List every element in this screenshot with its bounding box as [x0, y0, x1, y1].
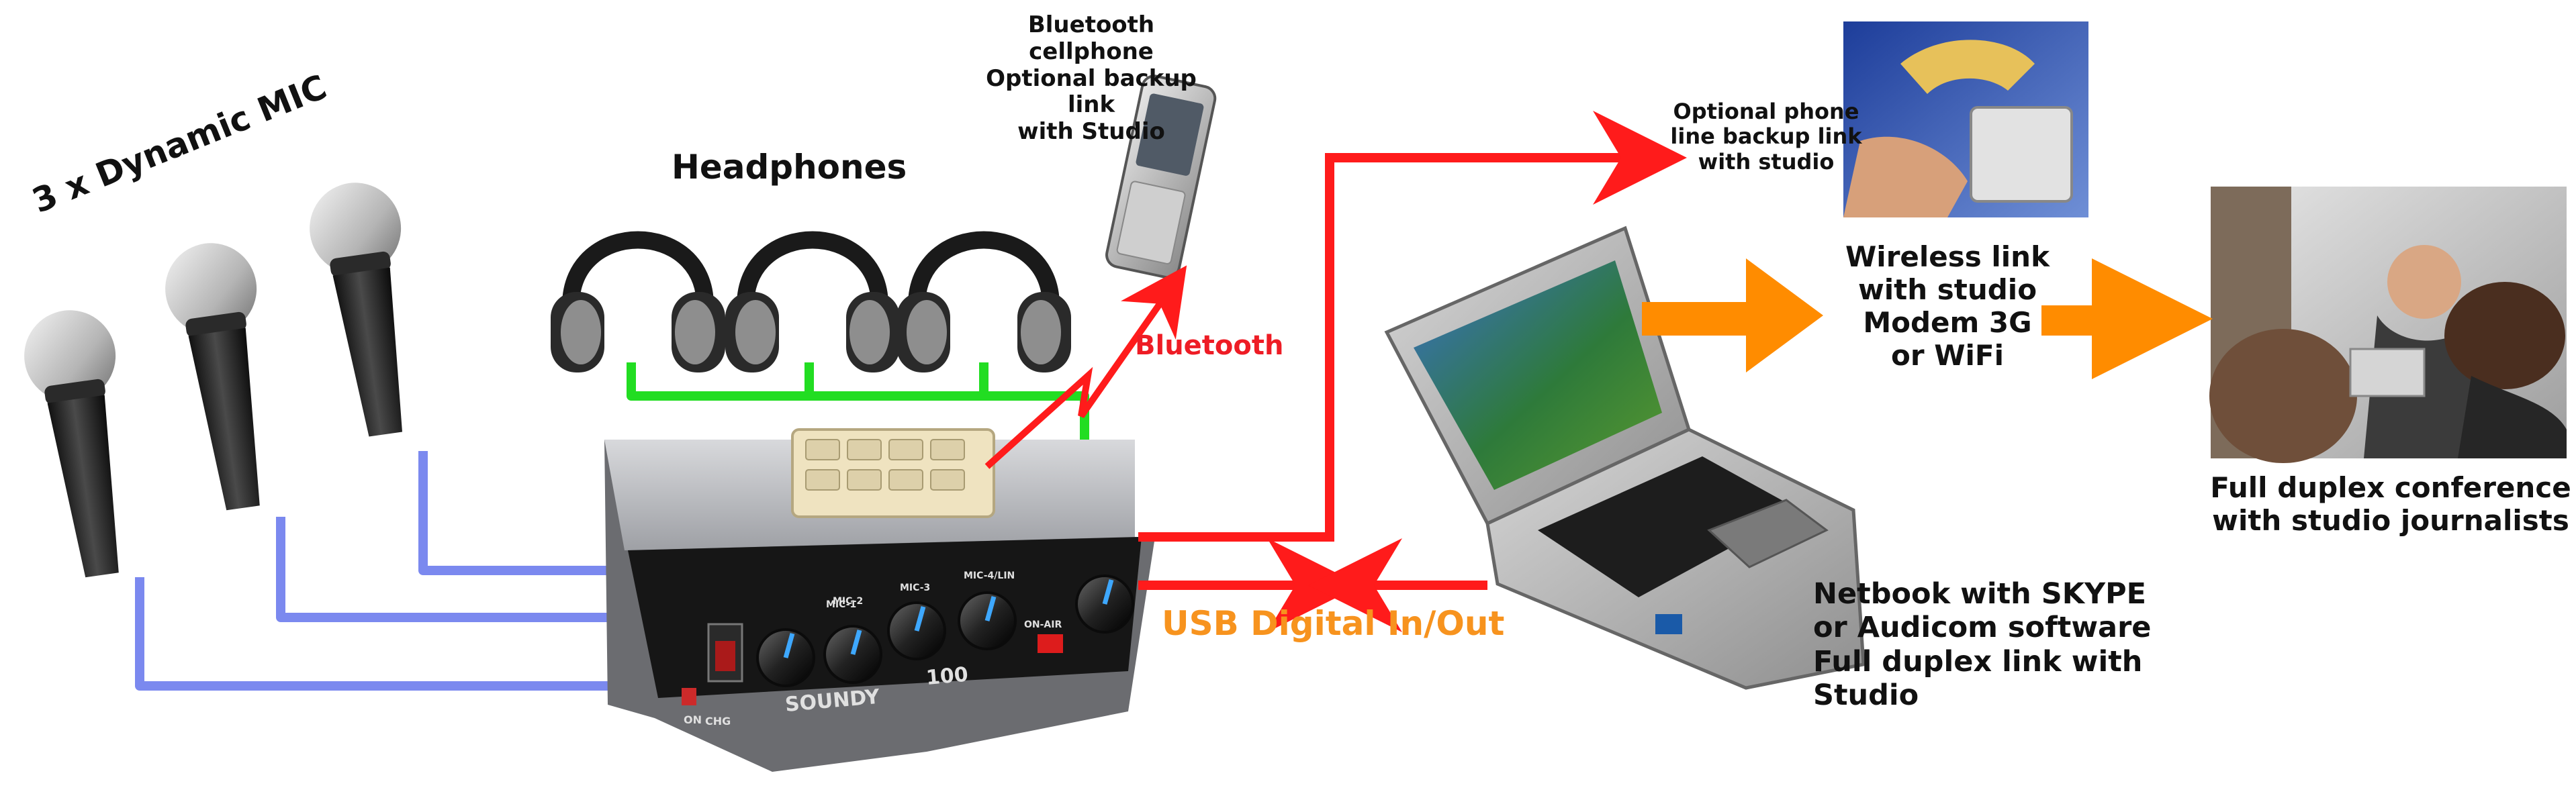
headphones-icon	[725, 231, 900, 372]
wireless-to-studio-arrow	[2041, 258, 2213, 379]
wireless-link-label: Wireless link with studio Modem 3G or Wi…	[1845, 240, 2050, 372]
on-air-button	[1038, 634, 1063, 653]
phone-line-label: Optional phone line backup link with stu…	[1670, 99, 1862, 174]
mixer-switch-label: CHG	[705, 715, 731, 728]
mixer-model: 100	[925, 663, 969, 690]
mixer-channel-label: MIC-4/LIN	[964, 570, 1015, 581]
mixer-channel-label: MIC-2	[833, 596, 863, 607]
cellphone-icon	[1105, 74, 1217, 279]
mixer-channel-label: MIC-1	[826, 599, 856, 610]
microphone-icon	[165, 243, 260, 511]
telephone-photo	[1843, 21, 2088, 217]
microphone-icon	[24, 310, 119, 578]
headphones-icon	[896, 231, 1071, 372]
bluetooth-link	[984, 265, 1187, 469]
mixer-switch-label: ON	[684, 713, 702, 726]
bluetooth-label: Bluetooth	[1135, 330, 1284, 361]
usb-label: USB Digital In/Out	[1162, 604, 1505, 643]
conference-label: Full duplex conference with studio journ…	[2210, 471, 2571, 538]
mixer-channel-label: ON-AIR	[1024, 619, 1062, 630]
netbook-to-wireless-arrow	[1642, 258, 1823, 372]
netbook-label: Netbook with SKYPE or Audicom software F…	[1813, 577, 2152, 712]
mic-1-cable	[135, 577, 672, 691]
signal-arrows	[984, 111, 1687, 632]
mixer-channel-label: MIC-3	[900, 583, 930, 593]
headphones-icon	[551, 231, 725, 372]
wireless-arrows	[1642, 258, 2213, 379]
power-switch	[682, 688, 696, 705]
microphone-icon	[310, 183, 402, 437]
bluetooth-phone-label: Bluetooth cellphone Optional backup link…	[986, 11, 1197, 146]
headphones-label: Headphones	[672, 148, 907, 187]
netbook-icon	[1384, 226, 1866, 690]
studio-photo	[2209, 187, 2567, 463]
audio-mixer: MIC-1 MIC-2 MIC-3 MIC-4/LIN ON-AIR ON CH…	[604, 428, 1155, 772]
mixer-to-phone-line-arrow	[1138, 111, 1687, 542]
